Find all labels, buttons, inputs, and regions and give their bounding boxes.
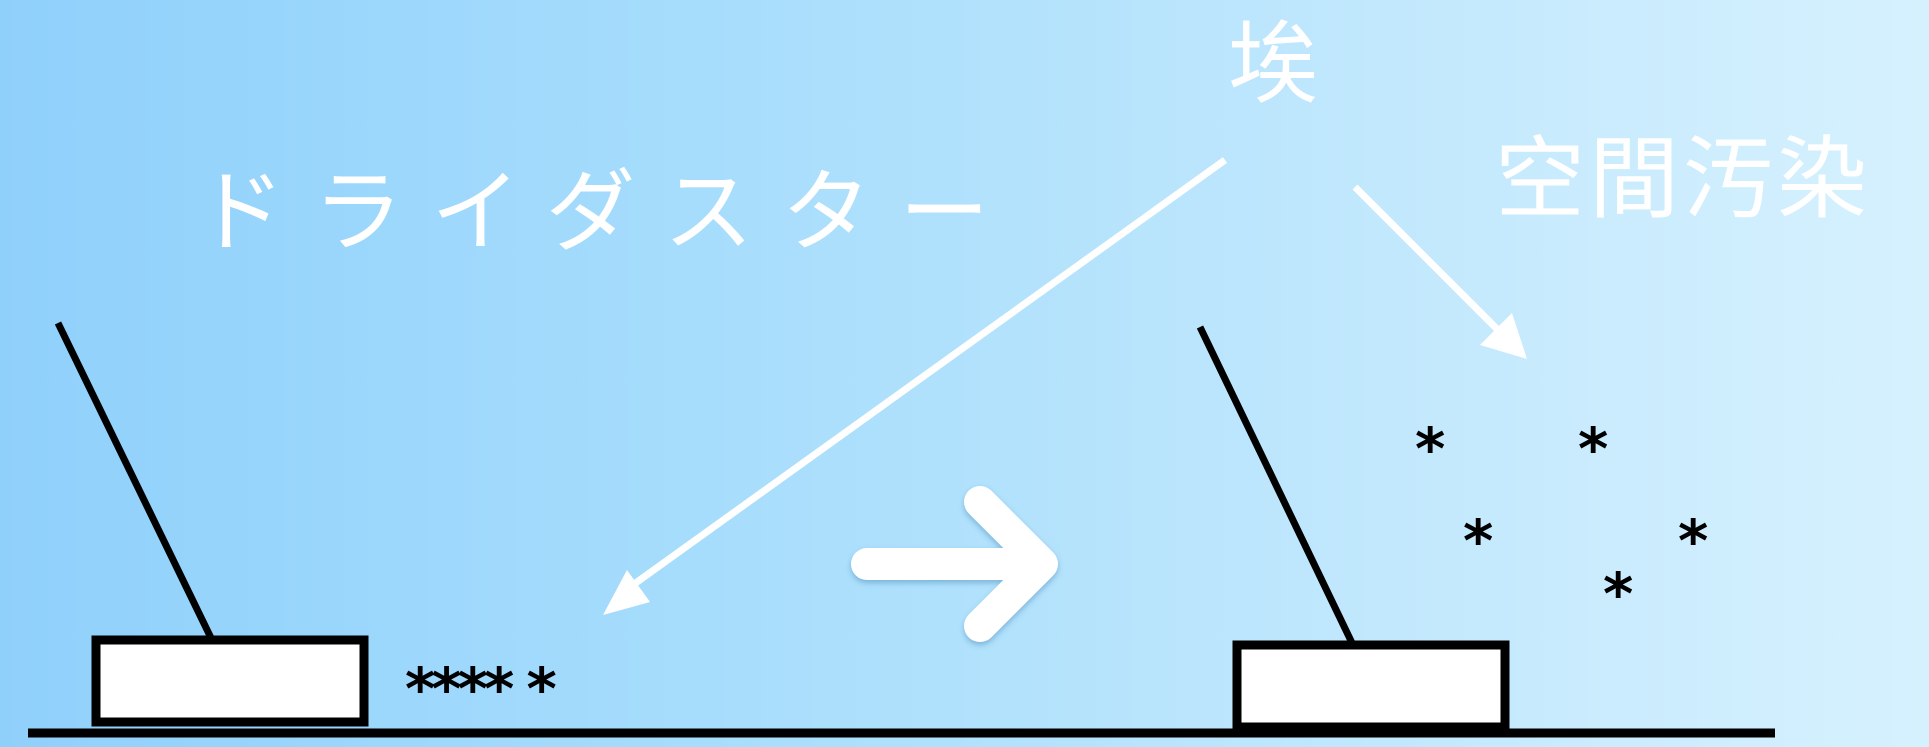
transition-arrow bbox=[851, 486, 1058, 642]
mop-right-handle bbox=[1196, 325, 1357, 647]
airborne-dust-mark: * bbox=[1415, 415, 1446, 483]
mop-left-handle bbox=[54, 321, 216, 642]
floor-dust-marks: **** * bbox=[405, 655, 557, 723]
mop-left-head bbox=[91, 635, 369, 727]
dry-duster-label: ドライダスター bbox=[195, 160, 1018, 265]
mop-left bbox=[54, 321, 369, 727]
airborne-dust-mark: * bbox=[1463, 507, 1494, 575]
airborne-dust-mark: * bbox=[1678, 507, 1709, 575]
arrow-to-floor-dust bbox=[603, 157, 1228, 615]
mop-right-head bbox=[1232, 640, 1510, 732]
dust-label: 埃 bbox=[1228, 12, 1318, 117]
arrow-to-airborne-dust bbox=[1352, 184, 1527, 359]
airborne-dust-mark: * bbox=[1578, 415, 1609, 483]
air-pollution-label: 空間汚染 bbox=[1495, 127, 1871, 232]
mop-right bbox=[1196, 325, 1510, 732]
airborne-dust-mark: * bbox=[1603, 560, 1634, 628]
